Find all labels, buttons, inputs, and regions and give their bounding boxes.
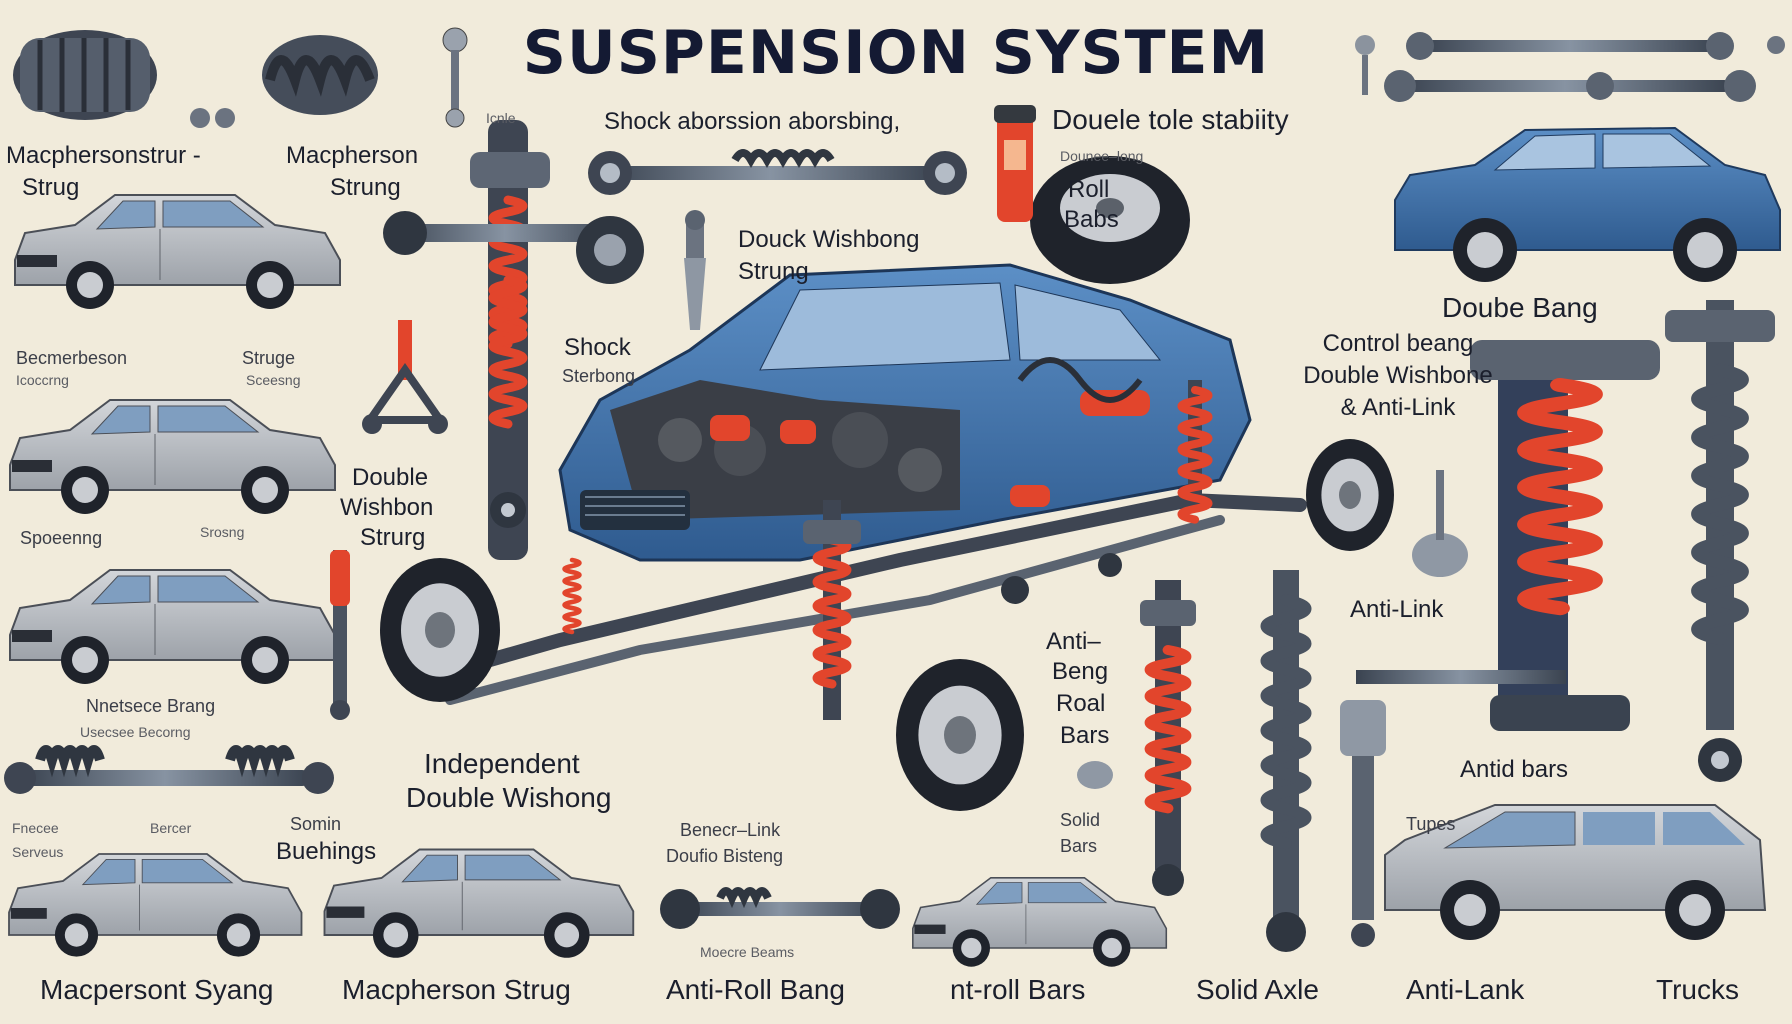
label-struge: Struge [242,348,296,368]
right-grey-coilover [1665,300,1775,782]
label-shock-absorption: Shock aborssion aborsbing, [604,108,901,135]
car-image-1 [14,194,341,310]
label-anti-link-2: Anti-Link [1350,596,1444,623]
label-icoccrng: Icoccrng [16,372,69,388]
label-roal: Roal [1056,690,1106,717]
tire-image [1030,156,1190,284]
lower-bushing-bar-icon [660,887,900,929]
blue-car-image [1394,126,1781,282]
label-macpherson-1: Macpherson [286,142,419,169]
label-trucks: Trucks [1656,974,1739,1005]
label-benecr-link: Benecr–Link [680,820,781,840]
label-anti-roll-bang: Anti-Roll Bang [666,974,845,1005]
label-macpherson-strug: Macpherson Strug [342,974,571,1005]
label-becmerbeson: Becmerbeson [16,348,128,368]
label-usecsee-becorng: Usecsee Becorng [80,724,191,740]
label-strut-1: Strug [22,174,80,201]
label-dounee-long: Dounee–long [1060,148,1144,164]
stabilizer-rods-icon [1355,32,1785,102]
label-double-stability: Douele tole stabiity [1052,104,1289,135]
label-macpherson-strut-1: Macphersonstrur - [6,142,201,169]
van-image [1384,804,1767,940]
central-axle [413,492,1307,705]
label-control-beang: Control beang [1322,330,1474,357]
label-bercer: Bercer [150,820,192,836]
label-anti-roll-bars: nt-roll Bars [950,974,1086,1005]
label-double-wishbone-2: Double Wishbone [1303,362,1493,389]
right-front-wheel [896,659,1024,811]
left-front-wheel [380,558,500,702]
label-bars-2: Bars [1060,836,1098,856]
label-strurg: Strurg [360,524,426,551]
label-icnle: Icnle [486,110,516,126]
front-coil-spring [803,500,861,720]
label-double-wishong: Double Wishong [406,782,612,813]
shock-link-rod-icon [588,149,967,195]
anti-roll-bar-icon [4,745,334,794]
label-somin: Somin [290,814,342,834]
label-spoeenng: Spoeenng [20,528,103,548]
mount-bracket-icon [362,320,448,434]
car-image-3 [9,569,336,685]
label-bars-1: Bars [1060,722,1110,749]
mid-red-shock [1140,580,1196,896]
label-anti-link-1: & Anti-Link [1340,394,1456,421]
strut-rod-icon [1340,670,1566,947]
label-solid-1: Solid [1060,810,1101,830]
rear-wheel [1306,439,1394,551]
label-roll: Roll [1068,176,1110,203]
label-solid-axle: Solid Axle [1196,974,1319,1005]
label-antid-bars: Antid bars [1460,756,1569,783]
bump-stop-icon [994,105,1036,222]
central-car-cutaway [558,263,1252,562]
left-shock-absorber [383,120,644,560]
label-sceesng: Sceesng [246,372,301,388]
label-anti: Anti– [1046,628,1101,655]
label-serveus: Serveus [12,844,64,860]
label-double-1: Double [352,464,429,491]
left-red-shock [330,550,350,720]
rear-coil-spring [1182,380,1209,520]
label-strung-1: Strung [330,174,401,201]
label-buehings: Buehings [276,838,377,865]
coil-bushing-icon [262,35,378,115]
label-moecre-beams: Moecre Beams [700,944,795,960]
label-wishbon: Wishbon [340,494,434,521]
label-independent: Independent [424,748,580,779]
label-srosng: Srosng [200,524,245,540]
label-beng: Beng [1052,658,1109,685]
label-anti-lank: Anti-Lank [1406,974,1525,1005]
label-doufio-bisteng: Doufio Bisteng [666,846,784,866]
small-grey-dome-icon [1077,470,1468,789]
small-piston-icon [684,210,706,330]
label-strung-2: Strung [738,258,809,285]
label-sterbong: Sterbong [562,366,636,386]
right-red-coilover [1470,340,1660,731]
label-fnecee: Fnecee [12,820,59,836]
label-tupes: Tupes [1406,814,1456,834]
label-doube-bang: Doube Bang [1442,292,1598,323]
label-shock: Shock [564,334,631,361]
bushing-block-icon [13,30,157,120]
label-babs: Babs [1064,206,1119,233]
car-image-2 [9,399,336,515]
car-image-4 [8,853,303,958]
page-title: SUSPENSION SYSTEM [522,18,1270,88]
label-macpersont-syang: Macpersont Syang [40,974,274,1005]
label-nnetsece-brang: Nnetsece Brang [86,696,216,716]
label-double-wishbone-1: Douck Wishbong [738,226,920,253]
mid-grey-shock [1266,570,1306,952]
small-red-spring [565,560,580,632]
car-image-6 [912,877,1168,968]
small-link-icon [190,27,468,128]
